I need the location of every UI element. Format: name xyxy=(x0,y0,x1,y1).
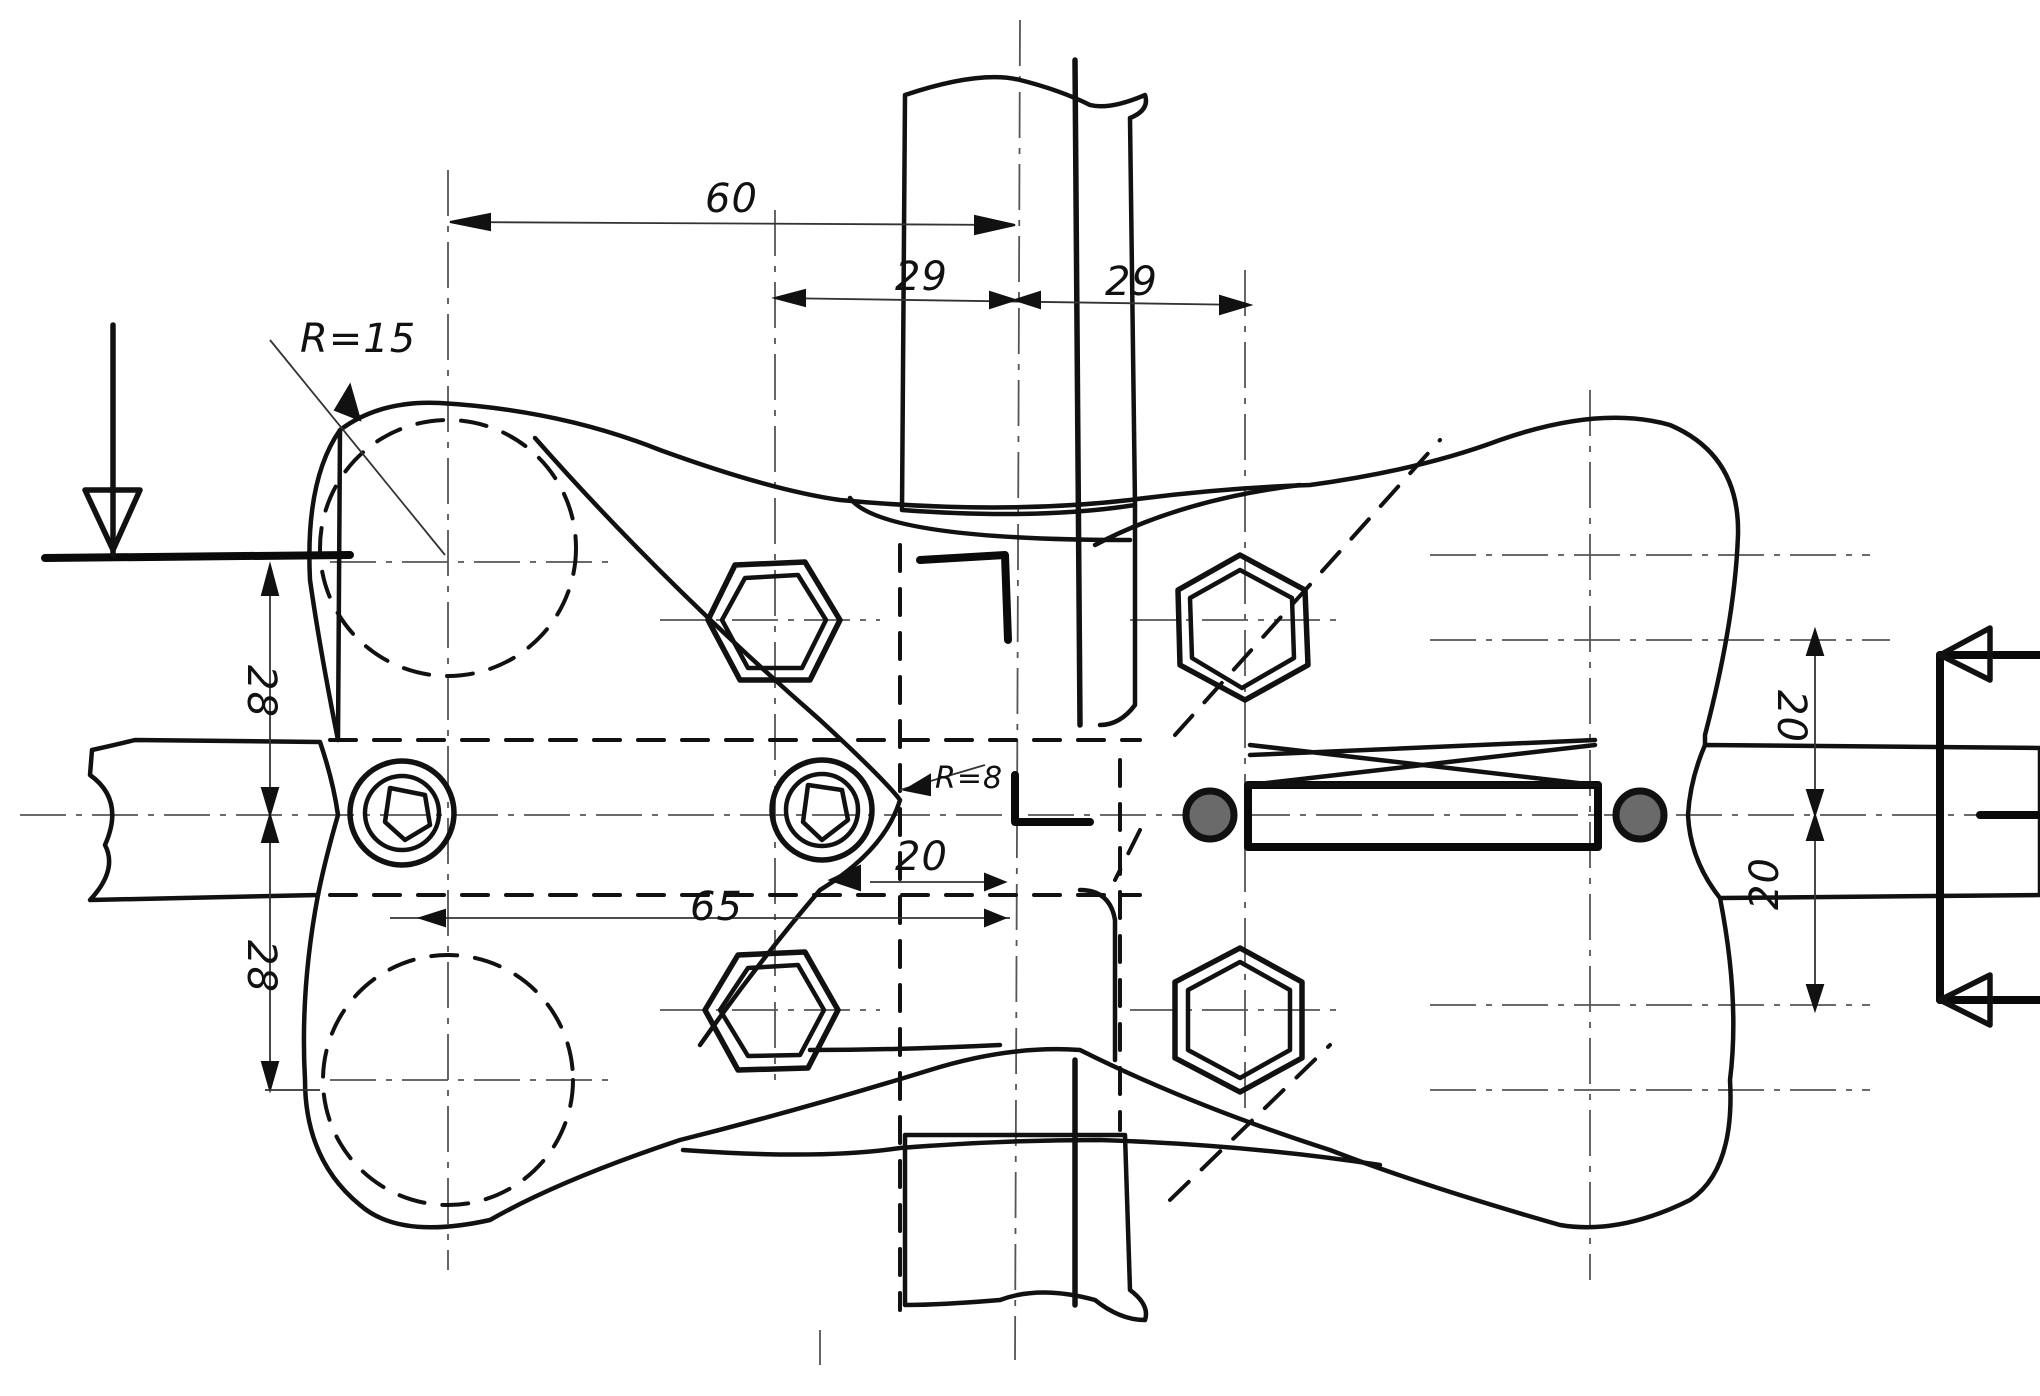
dim-29-right-label: 29 xyxy=(1105,259,1158,305)
dim-65-label: 65 xyxy=(690,884,743,930)
dim-20-right-bottom-label: 20 xyxy=(1742,857,1788,910)
dim-60-label: 60 xyxy=(705,176,758,222)
section-arrow-b xyxy=(1936,625,2040,1028)
hex-nut-left-bottom xyxy=(702,949,841,1073)
hex-nut-right-bottom xyxy=(1172,945,1305,1095)
horizontal-bar-section xyxy=(87,737,2040,903)
hex-nut-left-top xyxy=(705,559,843,683)
socket-screw-left xyxy=(347,758,457,868)
section-arrow-a xyxy=(41,322,354,562)
hex-nut-right-top xyxy=(1175,552,1311,703)
pin-left xyxy=(1182,787,1238,843)
radius-8-label: R=8 xyxy=(935,761,1003,796)
dimension-labels: 60 29 29 R=15 R=8 20 65 28 28 20 20 xyxy=(238,176,1814,993)
dim-28-top-label: 28 xyxy=(238,665,284,718)
dim-20-mid-label: 20 xyxy=(895,834,948,880)
key-bar xyxy=(1244,737,1602,851)
pin-right xyxy=(1612,787,1668,843)
dim-28-bottom-label: 28 xyxy=(238,940,284,993)
socket-screw-center xyxy=(769,757,875,863)
part-body xyxy=(301,400,1741,1230)
dim-29-left-label: 29 xyxy=(895,254,948,300)
vertical-bar-section xyxy=(899,57,1149,1323)
hidden-lines xyxy=(318,418,1142,1312)
dim-20-right-top-label: 20 xyxy=(1768,690,1814,743)
radius-15-label: R=15 xyxy=(300,316,416,362)
dimension-lines xyxy=(260,212,1825,1094)
